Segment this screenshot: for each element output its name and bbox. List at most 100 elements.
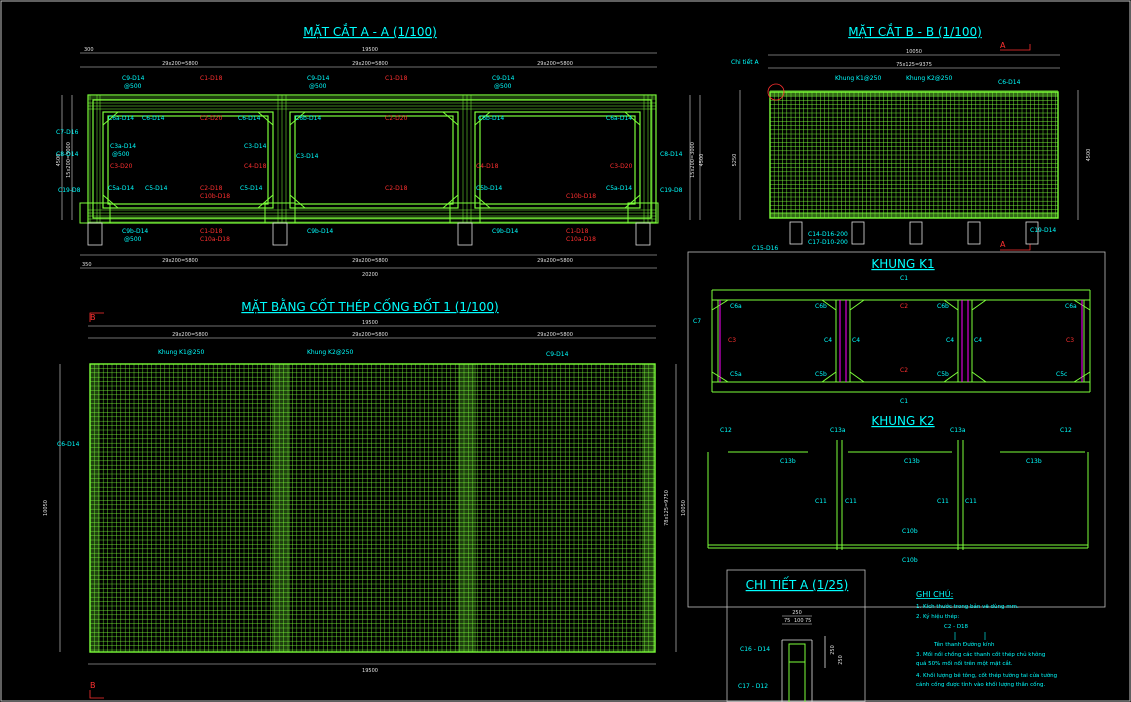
- k2-label: C13b: [780, 458, 796, 465]
- plan-dim-height-right: 10050: [681, 500, 687, 516]
- k1-label: C4: [946, 337, 954, 344]
- bb-slab-band: [770, 212, 1058, 218]
- detail-a-dim: 250: [792, 610, 802, 616]
- k1-label: C1: [900, 398, 908, 405]
- aa-label: C6-D14: [238, 115, 261, 122]
- k1-label: C6a: [730, 303, 742, 310]
- notes-line: C2 - D18: [944, 624, 969, 630]
- k1-label: C5b: [937, 371, 949, 378]
- rebar-grid-border: [769, 91, 1059, 219]
- aa-label: C5-D14: [145, 185, 168, 192]
- aa-dim-height: 4500: [56, 154, 62, 167]
- rebar-grid-lines: [769, 91, 1058, 219]
- detail-a-rebar: [788, 643, 806, 702]
- aa-label: C3-D14: [296, 153, 319, 160]
- plan-dim-height: 10050: [43, 500, 49, 516]
- plan-wall-band: [458, 364, 476, 652]
- aa-label: @500: [309, 83, 327, 90]
- detail-a-outline: [781, 636, 826, 702]
- aa-label: C9-D14: [307, 75, 330, 82]
- aa-label: @500: [124, 83, 142, 90]
- aa-label-red: C1-D18: [566, 228, 589, 235]
- aa-label: C3-D14: [244, 143, 267, 150]
- k2-label: C11: [937, 498, 949, 505]
- plan-title: MẶT BẰNG CỐT THÉP CỐNG ĐỐT 1 (1/100): [241, 298, 498, 314]
- bb-dim-side: 5250: [732, 154, 738, 167]
- aa-label: @500: [494, 83, 512, 90]
- k2-label: C13a: [830, 427, 846, 434]
- aa-label: C8-D14: [56, 151, 79, 158]
- bb-label: C15-D16: [752, 245, 778, 252]
- bb-dim-total: 10050: [906, 49, 922, 55]
- k2-label: C11: [845, 498, 857, 505]
- plan-label: Khung K2@250: [307, 349, 353, 356]
- bb-dim-spans: 75x125=9375: [896, 62, 932, 68]
- k2-label: C12: [1060, 427, 1072, 434]
- aa-label-red: C10a-D18: [200, 236, 230, 243]
- bb-dim-height: 4500: [1086, 149, 1092, 162]
- aa-label: C9-D14: [492, 75, 515, 82]
- aa-dim-bottom-3: 29x200=5800: [537, 258, 573, 264]
- aa-dim-height-inner: 15x200=3000: [66, 142, 72, 178]
- k2-label: C10b: [902, 528, 918, 535]
- bb-piles: [789, 221, 1039, 245]
- aa-label: C9b-D14: [492, 228, 518, 235]
- plan-rebar-mesh: [89, 363, 656, 653]
- bb-label: C6-D14: [998, 79, 1021, 86]
- aa-label: C6a-D14: [606, 115, 632, 122]
- frame-k2: KHUNG K2 C12 C13a C13a C12 C13b C13b C13…: [707, 414, 1089, 564]
- k2-label: C11: [965, 498, 977, 505]
- section-aa-title: MẶT CẮT A - A (1/100): [303, 23, 437, 39]
- k1-rebar: [711, 289, 1091, 393]
- frame-k2-title: KHUNG K2: [871, 414, 934, 428]
- aa-box-outline: [87, 94, 657, 224]
- plan-label: C9-D14: [546, 351, 569, 358]
- plan-section-mark-bottom: B: [90, 681, 96, 690]
- plan-dim-span-1: 29x200=5800: [172, 332, 208, 338]
- notes-line: cánh cống được tính vào khối lượng thân …: [916, 681, 1046, 688]
- aa-dim-total-bottom: 20200: [362, 272, 378, 278]
- aa-dim-span-2: 29x200=5800: [352, 61, 388, 67]
- plan-wall-band: [90, 364, 100, 652]
- plan-label: C6-D14: [57, 441, 80, 448]
- bb-label: C14-D16-200: [808, 231, 848, 238]
- aa-label-red: C2-D20: [200, 115, 223, 122]
- aa-label: C5b-D14: [476, 185, 502, 192]
- k2-label: C10b: [902, 557, 918, 564]
- aa-label: C19-D8: [660, 187, 683, 194]
- k1-label: C7: [693, 318, 701, 325]
- detail-a-dim: 100: [794, 618, 804, 624]
- k1-label-red: C2: [900, 367, 908, 374]
- aa-label: C8-D14: [660, 151, 683, 158]
- notes-line: quá 50% mối nối trên một mặt cắt.: [916, 660, 1013, 667]
- aa-label: C5a-D14: [108, 185, 134, 192]
- k1-label: C4: [824, 337, 832, 344]
- aa-haunches: [102, 111, 641, 209]
- bb-detail-callout: [767, 83, 785, 101]
- aa-label: @500: [112, 151, 130, 158]
- plan-label: Khung K1@250: [158, 349, 204, 356]
- aa-dim-bottom-2: 29x200=5800: [352, 258, 388, 264]
- k2-label: C11: [815, 498, 827, 505]
- k1-label: C5c: [1056, 371, 1067, 378]
- bb-label: Khung K1@250: [835, 75, 881, 82]
- k1-label-red: C3: [1066, 337, 1074, 344]
- k1-label-red: C3: [728, 337, 736, 344]
- plan-dim-bottom: 19500: [362, 668, 378, 674]
- rebar-grid-border: [89, 363, 656, 653]
- notes-heading: GHI CHÚ:: [916, 588, 953, 599]
- aa-pile-stubs: [87, 222, 651, 246]
- aa-dim-span-1: 29x200=5800: [162, 61, 198, 67]
- k1-magenta-bars: [719, 300, 1083, 382]
- aa-label-red: C1-D18: [200, 75, 223, 82]
- k1-label: C5b: [815, 371, 827, 378]
- aa-dim-span-3: 29x200=5800: [537, 61, 573, 67]
- rebar-grid-lines: [89, 363, 655, 652]
- detail-a-label: C17 - D12: [738, 683, 768, 690]
- aa-label: C6b-D14: [295, 115, 321, 122]
- plan-dim-total: 19500: [362, 320, 378, 326]
- notes-line: 1. Kích thước trong bản vẽ dùng mm.: [916, 603, 1019, 610]
- detail-a-dim: 75: [784, 618, 790, 624]
- detail-a-dim: 75: [805, 618, 811, 624]
